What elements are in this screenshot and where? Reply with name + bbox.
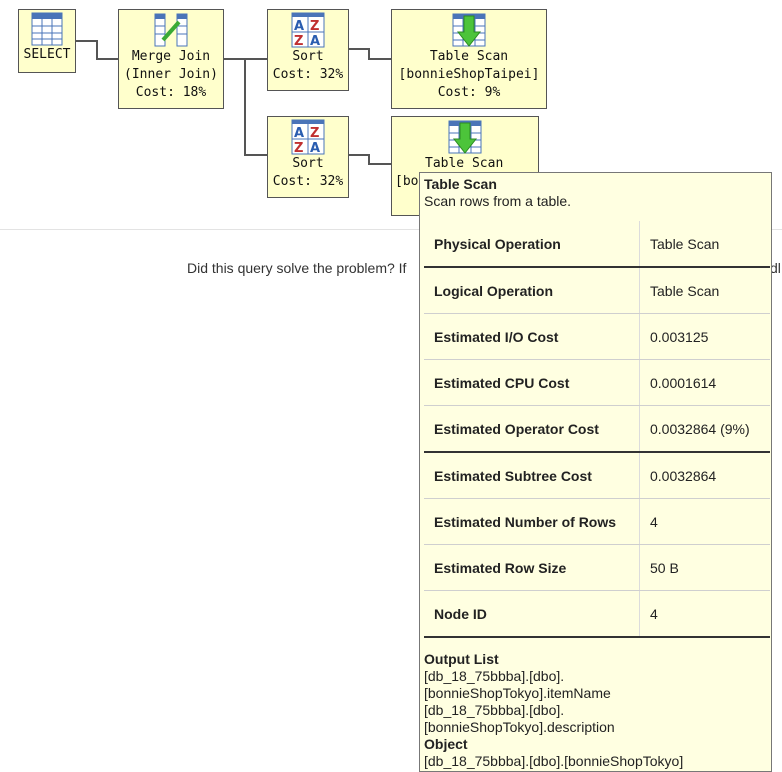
- output-list-item: [bonnieShopTokyo].itemName: [424, 685, 611, 701]
- node-label: SELECT: [23, 47, 71, 62]
- property-value: 0.0001614: [639, 359, 770, 406]
- merge-join-icon: [154, 13, 188, 47]
- property-value: 4: [639, 498, 770, 545]
- property-value: Table Scan: [639, 267, 770, 314]
- property-value: 0.0032864: [639, 452, 770, 499]
- connector-wire: [368, 58, 392, 60]
- table-scan-icon: [448, 120, 482, 154]
- node-label: (Inner Join): [124, 67, 218, 82]
- feedback-question-tail: dl: [770, 260, 781, 276]
- connector-wire: [348, 154, 370, 156]
- connector-wire: [368, 48, 370, 60]
- select-node[interactable]: SELECT: [18, 9, 76, 73]
- tooltip-description: Scan rows from a table.: [424, 193, 572, 209]
- output-list-item: [db_18_75bbba].[dbo].: [424, 702, 565, 718]
- object-value: [db_18_75bbba].[dbo].[bonnieShopTokyo]: [424, 753, 684, 769]
- property-value: 4: [639, 590, 770, 638]
- node-label: Merge Join: [131, 49, 211, 64]
- node-cost: Cost: 32%: [272, 174, 344, 189]
- property-name: Estimated I/O Cost: [424, 313, 640, 360]
- svg-text:A: A: [310, 141, 320, 155]
- node-cost: Cost: 32%: [272, 67, 344, 82]
- property-value: 0.0032864 (9%): [639, 405, 770, 453]
- property-value: 0.003125: [639, 313, 770, 360]
- merge-join-node[interactable]: Merge Join (Inner Join) Cost: 18%: [118, 9, 224, 109]
- svg-text:Z: Z: [310, 19, 319, 34]
- node-label: Table Scan: [429, 49, 509, 64]
- node-cost: Cost: 9%: [437, 85, 501, 100]
- connector-wire: [348, 48, 370, 50]
- connector-wire: [368, 154, 370, 165]
- property-name: Node ID: [424, 590, 640, 638]
- property-name: Estimated CPU Cost: [424, 359, 640, 406]
- output-list-item: [bonnieShopTokyo].description: [424, 719, 615, 735]
- divider: [0, 229, 782, 230]
- property-name: Logical Operation: [424, 267, 640, 314]
- node-label: [bo: [395, 174, 419, 189]
- connector-wire: [76, 40, 98, 42]
- svg-text:A: A: [294, 19, 304, 34]
- node-label: Table Scan: [425, 156, 504, 171]
- table-scan-icon: [452, 13, 486, 47]
- node-label: Sort: [292, 49, 324, 64]
- output-list-title: Output List: [424, 651, 499, 667]
- object-title: Object: [424, 736, 468, 752]
- svg-text:A: A: [294, 126, 304, 141]
- table-scan-node-top[interactable]: Table Scan [bonnieShopTaipei] Cost: 9%: [391, 9, 547, 109]
- property-value: 50 B: [639, 544, 770, 591]
- sort-icon: A Z Z A: [291, 119, 325, 155]
- connector-wire: [368, 163, 392, 165]
- property-name: Estimated Row Size: [424, 544, 640, 591]
- property-name: Estimated Subtree Cost: [424, 452, 640, 499]
- property-value: Table Scan: [639, 221, 770, 268]
- property-name: Estimated Number of Rows: [424, 498, 640, 545]
- node-label: [bonnieShopTaipei]: [398, 67, 540, 82]
- sort-icon: A Z Z A: [291, 12, 325, 48]
- node-cost: Cost: 18%: [135, 85, 207, 100]
- svg-text:A: A: [310, 34, 320, 48]
- sort-node-bottom[interactable]: A Z Z A Sort Cost: 32%: [267, 116, 349, 198]
- output-list-item: [db_18_75bbba].[dbo].: [424, 668, 565, 684]
- svg-text:Z: Z: [294, 34, 303, 48]
- svg-text:Z: Z: [310, 126, 319, 141]
- operator-tooltip: Table Scan Scan rows from a table. Physi…: [419, 172, 772, 772]
- property-name: Physical Operation: [424, 221, 640, 268]
- connector-wire: [244, 58, 246, 156]
- connector-wire: [96, 58, 119, 60]
- tooltip-title: Table Scan: [424, 176, 497, 192]
- property-name: Estimated Operator Cost: [424, 405, 640, 453]
- feedback-question: Did this query solve the problem? If: [187, 260, 407, 276]
- connector-wire: [244, 154, 268, 156]
- connector-wire: [96, 40, 98, 60]
- sort-node-top[interactable]: A Z Z A Sort Cost: 32%: [267, 9, 349, 91]
- table-icon: [31, 12, 63, 46]
- node-label: Sort: [292, 156, 324, 171]
- svg-text:Z: Z: [294, 141, 303, 155]
